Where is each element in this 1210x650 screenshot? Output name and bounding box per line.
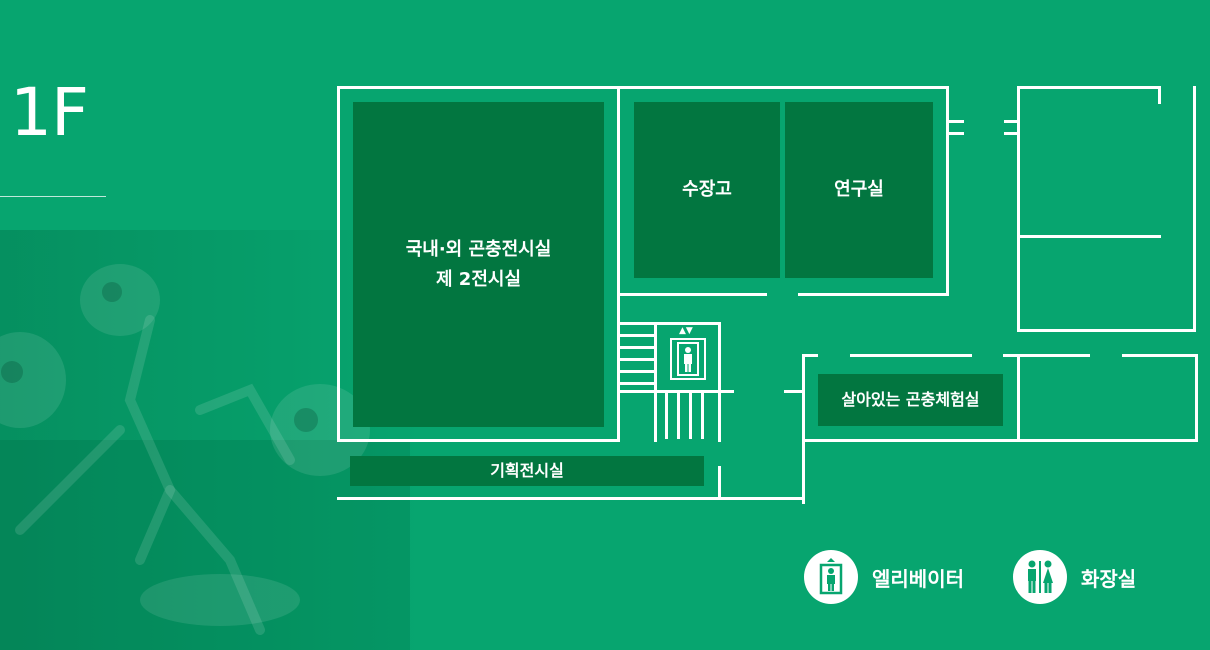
wall xyxy=(1017,329,1196,332)
legend-elevator-label: 엘리베이터 xyxy=(872,566,964,591)
door-mark xyxy=(1004,120,1020,123)
wall xyxy=(1193,86,1196,332)
wall xyxy=(1195,354,1198,442)
wall xyxy=(798,293,949,296)
room-live-insect[interactable]: 살아있는 곤충체험실 xyxy=(818,374,1003,426)
room-label: 기획전시실 xyxy=(490,461,564,480)
wall xyxy=(1003,354,1090,357)
legend-restroom-label: 화장실 xyxy=(1081,566,1137,591)
floor-label: 1F xyxy=(10,74,89,151)
wall xyxy=(1017,235,1161,238)
wall xyxy=(802,439,1198,442)
wall xyxy=(1158,86,1161,104)
wall xyxy=(617,86,620,442)
wall xyxy=(802,354,805,504)
stairs xyxy=(620,322,656,390)
door-mark xyxy=(1004,132,1020,135)
wall xyxy=(1017,86,1161,89)
wall xyxy=(654,322,720,325)
wall xyxy=(946,86,949,296)
legend-restroom: 화장실 xyxy=(1013,550,1136,604)
wall xyxy=(850,354,972,357)
wall xyxy=(617,293,767,296)
room-planning-exhibition[interactable]: 기획전시실 xyxy=(350,456,704,486)
restroom-icon xyxy=(1013,550,1067,604)
elevator-icon xyxy=(804,550,858,604)
wall xyxy=(337,497,805,500)
wall xyxy=(718,390,734,393)
wall xyxy=(337,86,949,89)
room-label-line1: 국내·외 곤충전시실 xyxy=(405,238,552,260)
stairs xyxy=(657,393,718,439)
wall xyxy=(718,322,721,442)
wall xyxy=(784,390,802,393)
wall xyxy=(620,390,718,393)
room-exhibition-hall[interactable]: 국내·외 곤충전시실 제 2전시실 xyxy=(353,102,604,427)
wall xyxy=(654,322,657,442)
wall xyxy=(1017,354,1020,442)
room-label-line2: 제 2전시실 xyxy=(435,268,522,290)
wall xyxy=(337,86,340,442)
room-storage[interactable]: 수장고 xyxy=(634,102,780,278)
door-mark xyxy=(946,120,964,123)
wall xyxy=(718,466,721,500)
wall xyxy=(1122,354,1198,357)
wall xyxy=(802,354,818,357)
elevator-arrows-icon: ▲▼ xyxy=(679,326,693,336)
floor-label-divider xyxy=(0,196,106,197)
photo-floor xyxy=(0,440,410,650)
room-label: 연구실 xyxy=(834,179,884,200)
mantis-statue-illustration xyxy=(0,264,370,635)
wall xyxy=(1017,86,1020,332)
legend-elevator: 엘리베이터 xyxy=(804,550,964,604)
room-label: 살아있는 곤충체험실 xyxy=(841,390,980,409)
room-lab[interactable]: 연구실 xyxy=(785,102,933,278)
door-mark xyxy=(946,132,964,135)
wall xyxy=(337,439,620,442)
elevator-icon xyxy=(670,338,706,380)
room-label: 수장고 xyxy=(682,179,732,200)
